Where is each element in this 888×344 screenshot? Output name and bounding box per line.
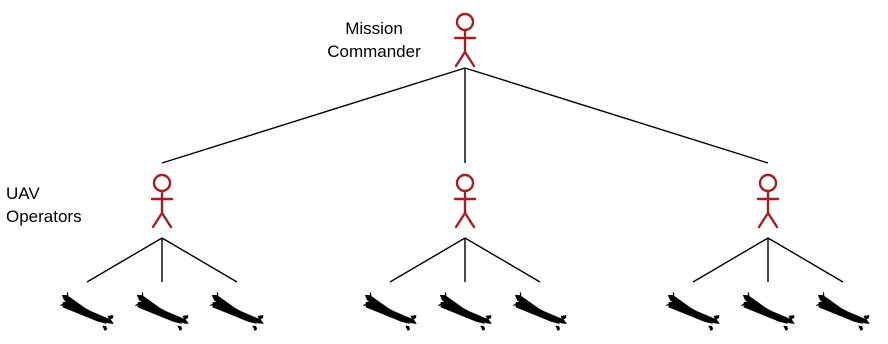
uav-3-3-icon xyxy=(816,292,870,331)
uav-operator-1-icon xyxy=(150,173,174,229)
uav-3-1-icon xyxy=(666,292,720,331)
mission-commander-icon xyxy=(453,12,477,68)
commander-to-operator-1-line xyxy=(161,67,466,164)
operator-3-to-uav-3-line xyxy=(767,237,844,283)
uav-2-1-icon xyxy=(363,292,417,331)
operators-label-line2: Operators xyxy=(6,207,82,226)
operators-label-line1: UAV xyxy=(6,184,40,203)
uav-operators-label: UAV Operators xyxy=(6,182,82,228)
connector-lines xyxy=(86,67,844,283)
uav-1-2-icon xyxy=(135,292,189,331)
uav-2-2-icon xyxy=(438,292,492,331)
operator-1-to-uav-1-line xyxy=(86,237,163,283)
operator-2-to-uav-1-line xyxy=(389,237,466,283)
operator-3-to-uav-1-line xyxy=(692,237,769,283)
uav-2-3-icon xyxy=(513,292,567,331)
uav-3-2-icon xyxy=(741,292,795,331)
commander-label-line1: Mission xyxy=(345,19,403,38)
person-figures xyxy=(150,12,780,229)
uav-1-3-icon xyxy=(210,292,264,331)
commander-label-line2: Commander xyxy=(327,42,421,61)
operator-2-to-uav-3-line xyxy=(464,237,541,283)
uav-operator-3-icon xyxy=(756,173,780,229)
mission-commander-label: Mission Commander xyxy=(300,17,448,63)
operator-1-to-uav-3-line xyxy=(161,237,238,283)
uav-operator-2-icon xyxy=(453,173,477,229)
commander-to-operator-3-line xyxy=(464,67,769,164)
uav-fleet xyxy=(60,292,870,331)
uav-1-1-icon xyxy=(60,292,114,331)
